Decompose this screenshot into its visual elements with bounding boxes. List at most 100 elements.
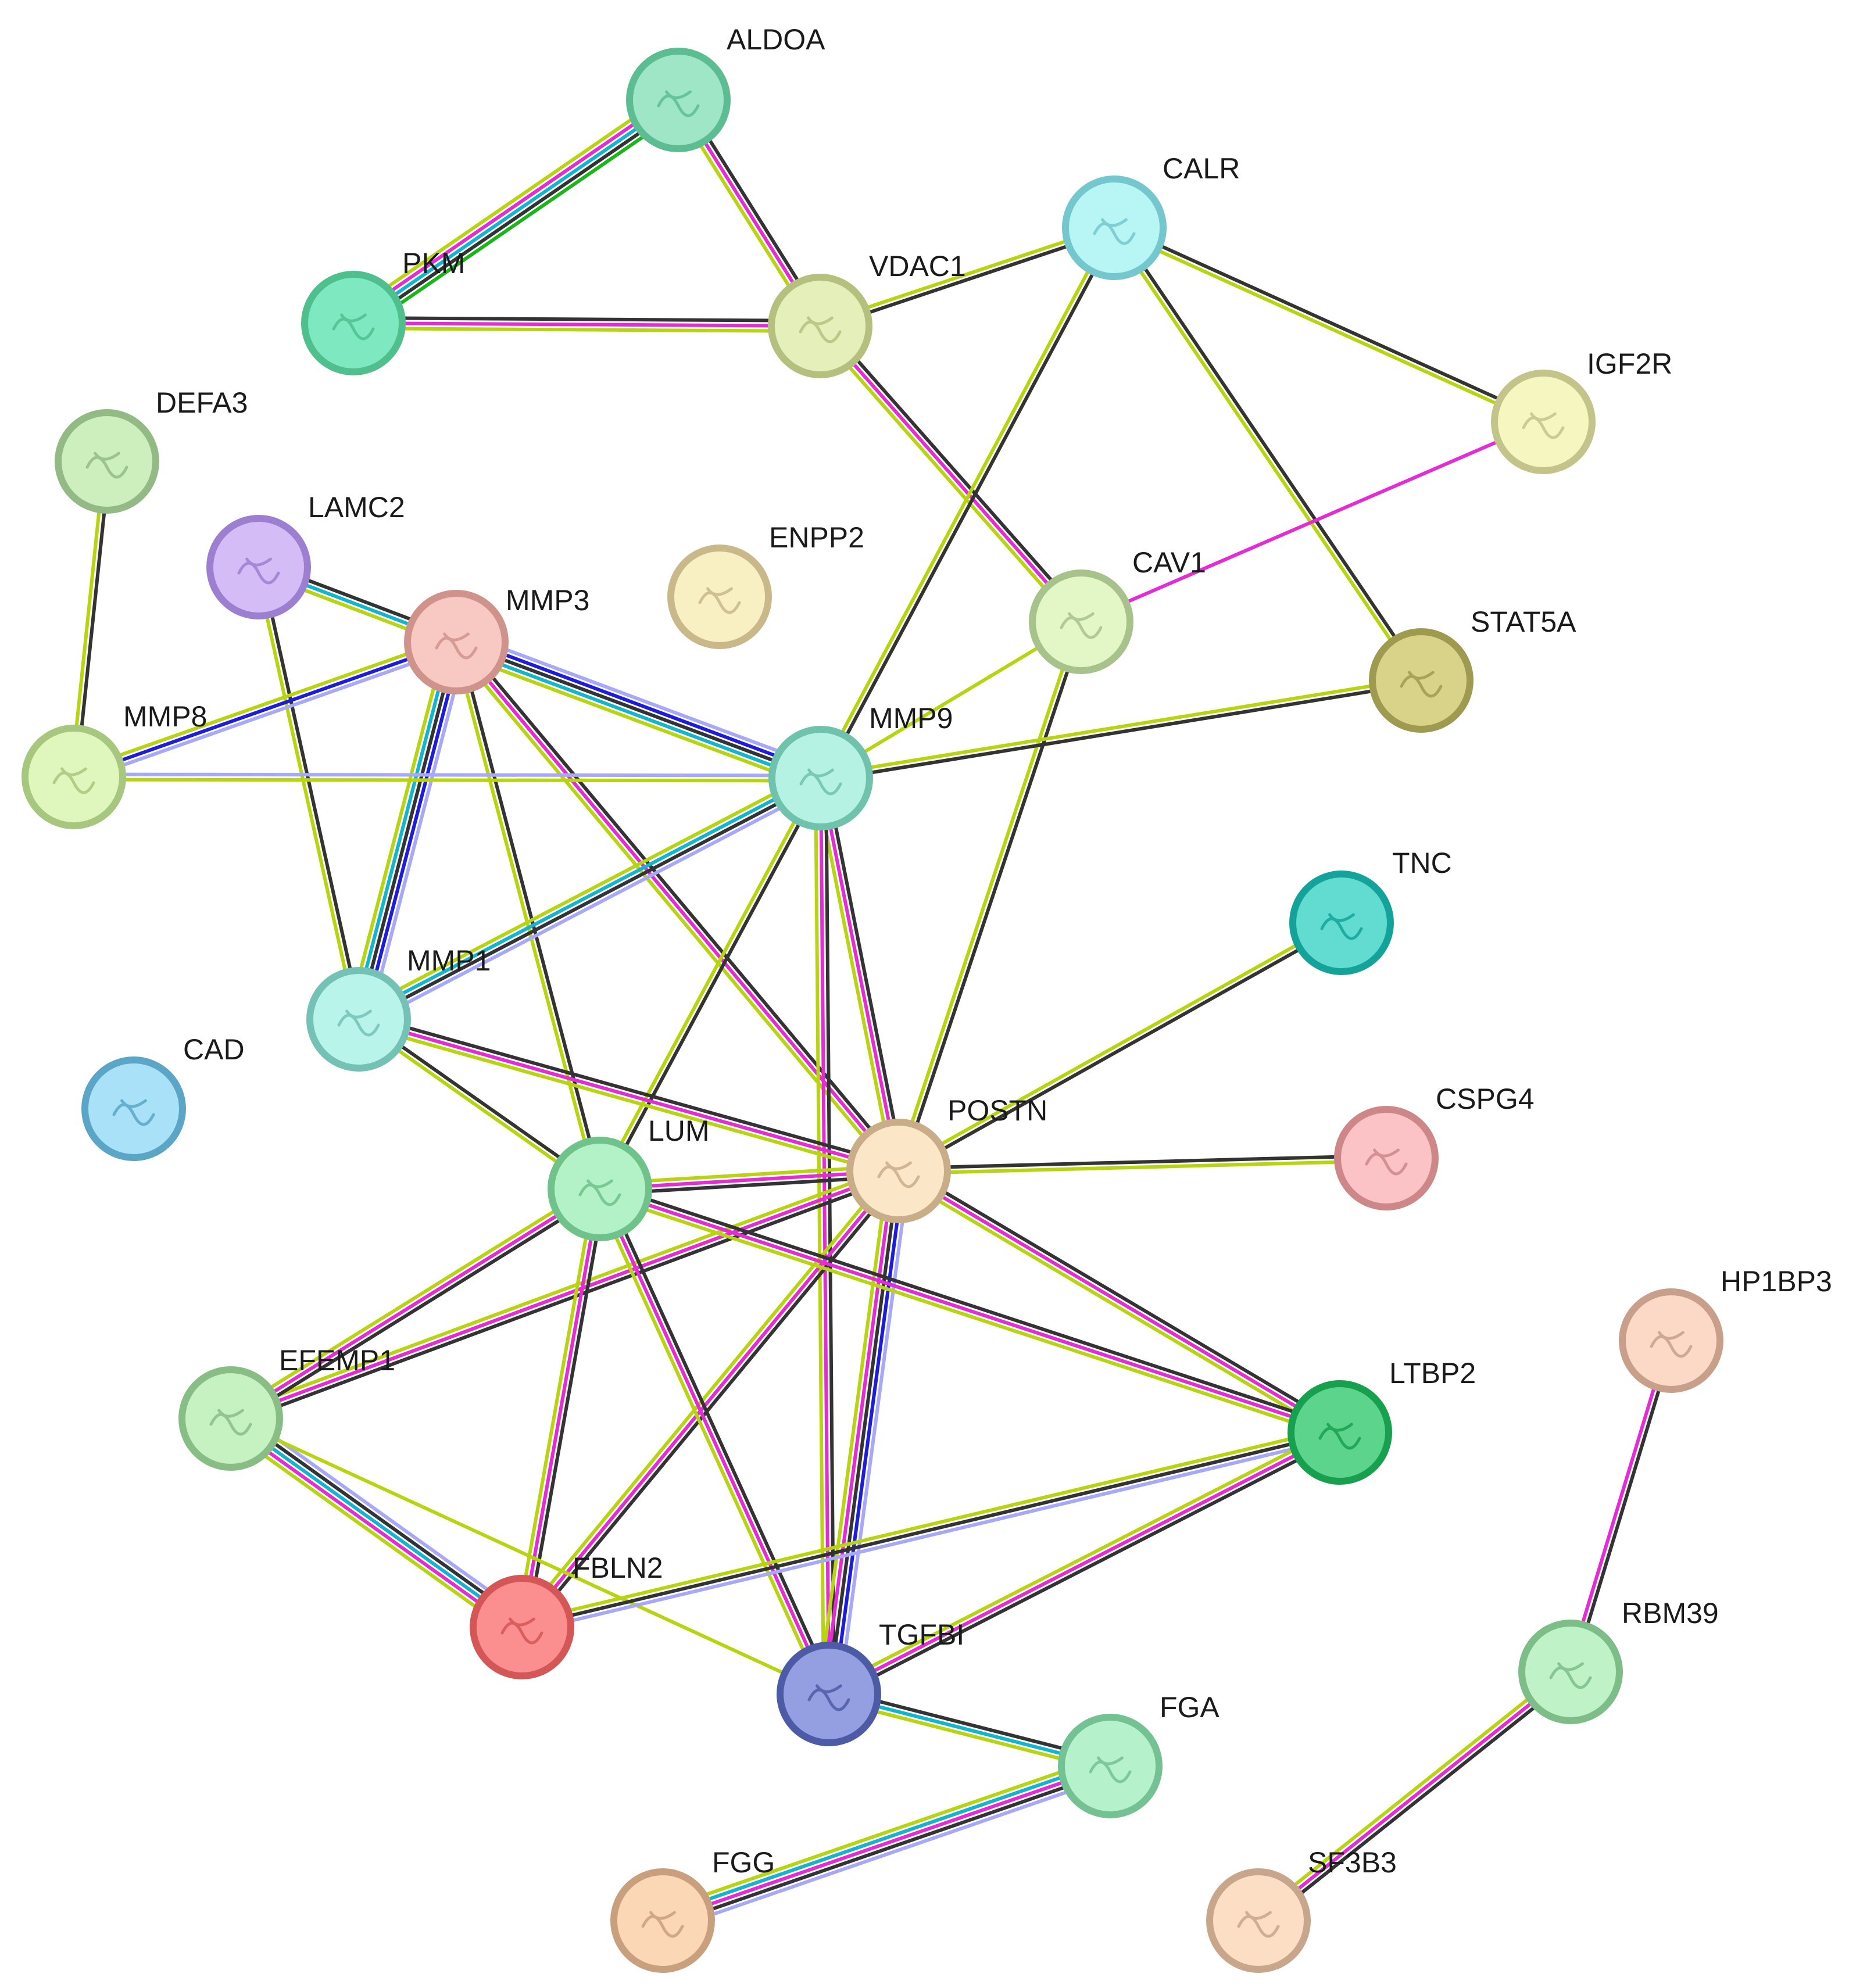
protein-structure-icon: [799, 316, 842, 343]
node-circle[interactable]: [1619, 1288, 1723, 1393]
protein-structure-icon: [1237, 1911, 1280, 1938]
node-circle[interactable]: [301, 271, 406, 375]
edge-channel-coexpression: [899, 622, 1086, 1173]
edge-ALDOA-PKM: [346, 89, 685, 334]
node-circle[interactable]: [1058, 1714, 1163, 1818]
edge-channel-coexpression: [359, 779, 823, 1023]
edge-LUM-LTBP2: [598, 1182, 1342, 1439]
edge-channel-databases: [352, 98, 679, 325]
edge-channel-experiments: [520, 1188, 602, 1628]
edge-MMP9-MMP1: [354, 769, 825, 1028]
node-mmp3[interactable]: [404, 590, 509, 694]
node-efemp1[interactable]: [178, 1366, 283, 1471]
node-rbm39[interactable]: [1518, 1620, 1623, 1724]
node-vdac1[interactable]: [768, 274, 872, 378]
node-fga[interactable]: [1058, 1714, 1163, 1818]
node-circle[interactable]: [768, 274, 872, 378]
node-igf2r[interactable]: [1491, 370, 1596, 474]
edge-channel-experiments: [598, 1188, 831, 1695]
node-circle[interactable]: [626, 48, 731, 152]
node-circle[interactable]: [1062, 175, 1167, 280]
edge-channel-textmining: [452, 642, 599, 1190]
node-circle[interactable]: [470, 1575, 574, 1679]
edge-channel-textmining: [353, 326, 820, 333]
node-label-vdac1: VDAC1: [869, 250, 966, 282]
node-circle[interactable]: [22, 725, 126, 829]
edge-channel-coexpression: [233, 1192, 604, 1425]
edge-POSTN-FBLN2: [516, 1166, 904, 1632]
node-mmp8[interactable]: [22, 725, 126, 829]
node-sf3b3[interactable]: [1206, 1868, 1311, 1973]
node-label-aldoa: ALDOA: [727, 23, 825, 56]
edge-channel-experiments: [818, 325, 1083, 623]
node-label-mmp8: MMP8: [123, 700, 207, 733]
edge-channel-coexpression: [600, 778, 825, 1191]
node-label-lum: LUM: [648, 1115, 710, 1147]
edge-MMP3-LUM: [452, 641, 605, 1190]
node-circle[interactable]: [178, 1366, 283, 1471]
node-circle[interactable]: [81, 1056, 186, 1161]
node-cad[interactable]: [81, 1056, 186, 1161]
node-circle[interactable]: [768, 726, 873, 830]
node-hp1bp3[interactable]: [1619, 1288, 1723, 1393]
node-circle[interactable]: [548, 1137, 652, 1241]
edge-channel-coexpression: [1115, 225, 1425, 680]
edge-channel-faint_blue: [523, 1435, 1342, 1634]
edge-channel-textmining: [223, 1425, 517, 1638]
node-circle[interactable]: [1288, 1380, 1392, 1485]
node-circle[interactable]: [667, 545, 772, 649]
node-label-rbm39: RBM39: [1622, 1597, 1719, 1629]
node-stat5a[interactable]: [1369, 628, 1474, 733]
edge-channel-textmining: [598, 1192, 1339, 1439]
node-aldoa[interactable]: [626, 48, 731, 152]
node-label-cav1: CAV1: [1132, 546, 1206, 579]
node-fgg[interactable]: [610, 1868, 715, 1973]
edge-channel-faint_blue: [361, 783, 825, 1028]
node-defa3[interactable]: [55, 409, 159, 514]
edge-channel-coexpression: [74, 461, 112, 778]
node-circle[interactable]: [1369, 628, 1474, 733]
node-circle[interactable]: [55, 409, 159, 514]
edge-channel-textmining: [69, 461, 106, 777]
node-circle[interactable]: [206, 515, 311, 619]
node-enpp2[interactable]: [667, 545, 772, 649]
edge-channel-experiments: [358, 1018, 899, 1173]
protein-structure-icon: [1522, 412, 1565, 439]
node-circle[interactable]: [1289, 871, 1394, 975]
edge-channel-coexpression: [603, 1186, 835, 1693]
node-ltbp2[interactable]: [1288, 1380, 1392, 1485]
node-circle[interactable]: [1334, 1106, 1439, 1210]
edge-IGF2R-CAV1: [1080, 420, 1544, 624]
edge-PKM-VDAC1: [353, 316, 821, 333]
node-circle[interactable]: [846, 1119, 951, 1223]
node-lum[interactable]: [548, 1137, 652, 1241]
node-tnc[interactable]: [1289, 871, 1394, 975]
node-lamc2[interactable]: [206, 515, 311, 619]
edge-channel-databases: [230, 1417, 523, 1629]
node-circle[interactable]: [1518, 1620, 1623, 1724]
node-circle[interactable]: [306, 967, 411, 1072]
protein-structure-icon: [1093, 218, 1136, 245]
node-mmp1[interactable]: [306, 967, 411, 1072]
edge-channel-textmining: [515, 1187, 597, 1627]
node-circle[interactable]: [404, 590, 509, 694]
node-tgfbi[interactable]: [777, 1642, 881, 1746]
node-circle[interactable]: [1029, 569, 1133, 674]
edge-channel-experiments: [230, 1169, 900, 1420]
node-circle[interactable]: [1206, 1868, 1311, 1973]
node-fbln2[interactable]: [470, 1575, 574, 1679]
protein-structure-icon: [332, 313, 375, 341]
node-cspg4[interactable]: [1334, 1106, 1439, 1210]
edge-channel-faint_blue: [74, 772, 821, 778]
edge-MMP8-MMP9: [73, 772, 821, 783]
node-circle[interactable]: [610, 1868, 715, 1973]
node-pkm[interactable]: [301, 271, 406, 375]
node-cav1[interactable]: [1029, 569, 1133, 674]
node-circle[interactable]: [777, 1642, 881, 1746]
protein-structure-icon: [877, 1161, 920, 1188]
node-calr[interactable]: [1062, 175, 1167, 280]
node-mmp9[interactable]: [768, 726, 873, 830]
node-postn[interactable]: [846, 1119, 951, 1223]
node-circle[interactable]: [1491, 370, 1596, 474]
edge-channel-textmining: [1112, 228, 1543, 426]
